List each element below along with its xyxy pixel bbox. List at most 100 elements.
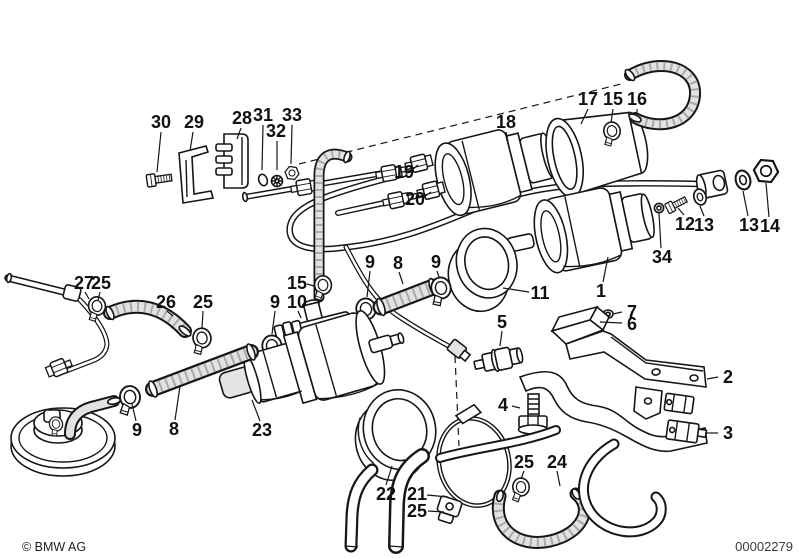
part-label-9: 9: [365, 252, 375, 272]
leader-line-4: [511, 405, 521, 409]
leader-line-21: [426, 494, 449, 498]
hose-8-bottom: [145, 343, 259, 398]
part-label-31: 31: [253, 105, 273, 125]
fuel-pump-18: [434, 129, 557, 217]
rubber-boot-17: [545, 111, 649, 198]
leader-line-20: [423, 191, 432, 198]
cap-nut-14: [751, 158, 781, 184]
fuel-pump-23: [218, 310, 405, 405]
part-label-33: 33: [282, 105, 302, 125]
part-label-1: 1: [596, 281, 606, 301]
part-label-9: 9: [270, 292, 280, 312]
leader-line-23: [251, 399, 261, 422]
fuel-line-upper: [241, 162, 415, 203]
leader-line-10: [297, 310, 302, 319]
part-label-25: 25: [407, 501, 427, 521]
reference-dashed-line-top: [298, 83, 622, 165]
part-label-4: 4: [498, 395, 508, 415]
leader-line-26: [166, 310, 174, 317]
leader-line-15: [306, 283, 315, 287]
part-label-27: 27: [74, 273, 94, 293]
part-label-32: 32: [266, 121, 286, 141]
leader-line-7: [612, 311, 623, 315]
nut-33: [283, 165, 301, 181]
copyright-text: © BMW AG: [22, 540, 86, 554]
part-label-25: 25: [193, 292, 213, 312]
part-label-10: 10: [287, 292, 307, 312]
leader-line-13: [742, 190, 749, 217]
fuel-pump-1: [492, 187, 655, 274]
bracket-29: [178, 145, 215, 204]
leader-line-5: [499, 330, 503, 347]
leader-line-31: [261, 124, 264, 171]
part-label-20: 20: [405, 189, 425, 209]
part-label-22: 22: [376, 484, 396, 504]
leader-line-9: [436, 270, 440, 278]
part-label-18: 18: [496, 112, 516, 132]
part-label-23: 23: [252, 420, 272, 440]
grommet-31: [257, 173, 269, 187]
leader-line-24: [556, 470, 561, 487]
leader-line-22: [385, 465, 393, 486]
leader-line-13: [699, 205, 705, 217]
part-label-26: 26: [156, 292, 176, 312]
leader-line-17: [580, 108, 589, 125]
bracket-3: [344, 370, 708, 554]
rubber-ring-11: [447, 227, 518, 313]
leader-line-29: [189, 131, 194, 152]
part-label-12: 12: [675, 214, 695, 234]
part-label-14: 14: [760, 216, 780, 236]
leader-line-25: [97, 291, 101, 301]
leader-line-8: [174, 385, 181, 421]
leader-line-18: [505, 131, 509, 142]
part-label-6: 6: [627, 314, 637, 334]
leader-line-9: [271, 310, 276, 335]
part-label-28: 28: [232, 108, 252, 128]
band-clamp-21: [436, 403, 512, 508]
vertical-hose: [313, 148, 353, 303]
leader-line-30: [156, 131, 162, 173]
leader-line-8: [398, 271, 404, 285]
screw-30: [145, 170, 174, 188]
part-label-13: 13: [739, 215, 759, 235]
curved-hose-24: [491, 487, 591, 549]
rubber-sleeve-22: [354, 388, 437, 482]
leader-line-1: [602, 256, 609, 283]
hose-clamp-25-left2: [188, 325, 215, 357]
part-label-11: 11: [530, 283, 549, 303]
leader-line-33: [290, 124, 293, 165]
leader-line-9: [366, 270, 371, 298]
part-label-8: 8: [169, 419, 179, 439]
part-label-21: 21: [407, 484, 427, 504]
part-label-3: 3: [723, 423, 733, 443]
hose-clamp-25-right: [509, 476, 532, 504]
part-label-5: 5: [497, 312, 507, 332]
leader-line-15: [610, 108, 614, 124]
part-label-30: 30: [151, 112, 171, 132]
part-label-9: 9: [431, 252, 441, 272]
leader-line-25: [427, 510, 445, 513]
reference-dashed-line-bottom: [454, 355, 460, 447]
leader-line-11: [502, 287, 530, 293]
pressure-valve-5: [473, 346, 524, 373]
part-label-29: 29: [184, 112, 204, 132]
hose-26: [103, 299, 192, 338]
part-label-15: 15: [287, 273, 307, 293]
curved-hose-16: [624, 59, 701, 131]
leader-line-28: [236, 127, 242, 140]
part-label-13: 13: [694, 215, 714, 235]
banjo-bolt-12: [663, 193, 690, 215]
part-label-34: 34: [652, 247, 672, 267]
leader-line-27: [84, 291, 90, 300]
bolt-4: [517, 393, 549, 435]
part-label-25: 25: [514, 452, 534, 472]
washer-34: [653, 202, 665, 214]
hose-clamp-9-tank: [115, 383, 144, 418]
part-label-2: 2: [723, 367, 733, 387]
diagram-number: 00002279: [735, 539, 793, 554]
leader-line-25: [520, 470, 525, 480]
part-label-8: 8: [393, 253, 403, 273]
